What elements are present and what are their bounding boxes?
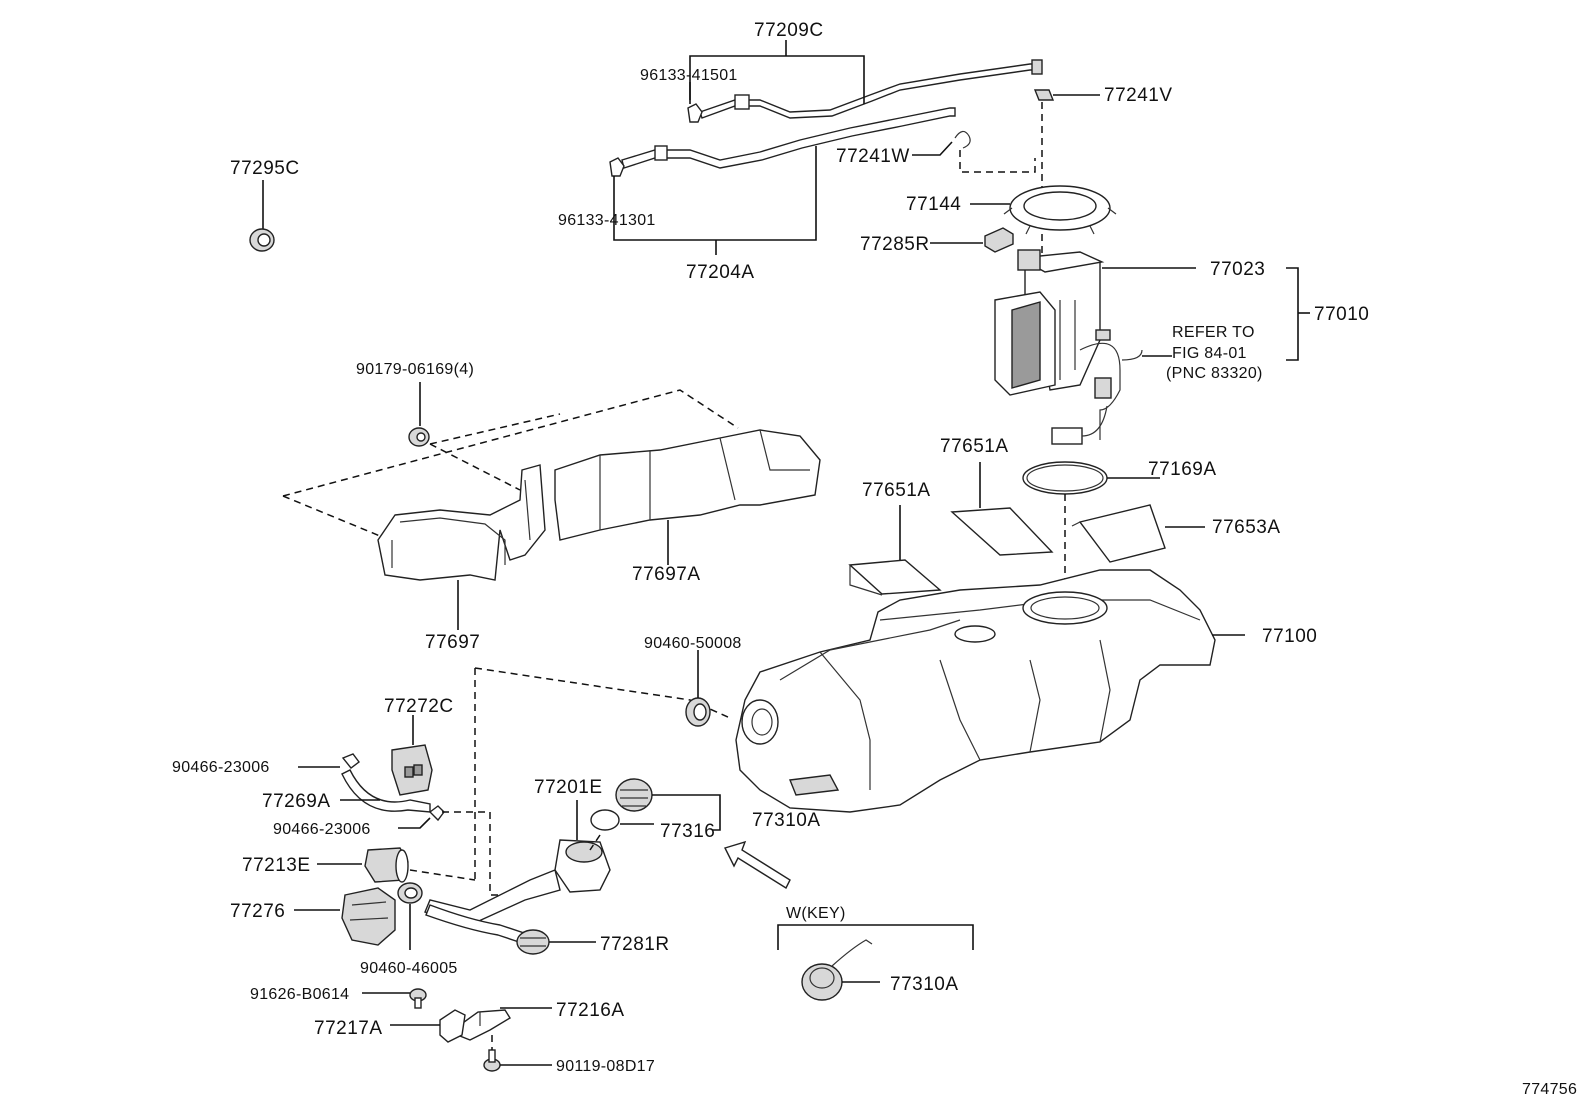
label-77276: 77276 — [230, 901, 285, 922]
bolt-90119-08d17 — [483, 1049, 501, 1072]
label-77204a: 77204A — [686, 262, 755, 283]
label-77241v: 77241V — [1104, 85, 1173, 106]
label-90466-23006-a: 90466-23006 — [172, 759, 270, 776]
bracket-77216a — [459, 1009, 511, 1041]
label-77144: 77144 — [906, 194, 961, 215]
label-77310a-right: 77310A — [752, 810, 821, 831]
pad-77651a-left — [848, 559, 942, 596]
clip-96133-41301 — [609, 157, 625, 177]
tube-77213e — [364, 847, 409, 883]
insulator-77697 — [377, 464, 546, 581]
label-77269a: 77269A — [262, 791, 331, 812]
label-refer-line1: REFER TO — [1172, 324, 1255, 341]
gasket-77169a — [1022, 461, 1108, 495]
label-77010: 77010 — [1314, 304, 1369, 325]
label-77653a: 77653A — [1212, 517, 1281, 538]
label-77272c: 77272C — [384, 696, 454, 717]
label-77023: 77023 — [1210, 259, 1265, 280]
cap-77310a-key — [801, 939, 873, 1001]
label-96133-41301: 96133-41301 — [558, 212, 656, 229]
label-77697a: 77697A — [632, 564, 701, 585]
valve-77272c — [391, 744, 433, 796]
label-77241w: 77241W — [836, 146, 910, 167]
hose-77269a — [341, 769, 431, 813]
label-77100: 77100 — [1262, 626, 1317, 647]
fuel-tube-77209c — [699, 59, 1043, 119]
label-77697: 77697 — [425, 632, 480, 653]
label-90460-50008: 90460-50008 — [644, 635, 742, 652]
label-77209c: 77209C — [754, 20, 824, 41]
clamp-77281r — [516, 929, 550, 955]
label-77295c: 77295C — [230, 158, 300, 179]
pad-77651a-top — [950, 507, 1054, 556]
label-90460-46005: 90460-46005 — [360, 960, 458, 977]
label-refer-line2: FIG 84-01 — [1172, 345, 1247, 362]
label-77216a: 77216A — [556, 1000, 625, 1021]
insulator-77697a — [554, 429, 821, 541]
label-77217a: 77217A — [314, 1018, 383, 1039]
clip-90466-23006-a — [341, 753, 360, 769]
label-77169a: 77169A — [1148, 459, 1217, 480]
label-77201e: 77201E — [534, 777, 603, 798]
label-90179-06169: 90179-06169(4) — [356, 361, 474, 378]
clip-77241v — [1033, 89, 1055, 101]
connector-77285r — [984, 227, 1014, 253]
clip-77241w — [954, 130, 971, 149]
arrow-icon — [724, 840, 791, 890]
clamp-90460-46005 — [397, 882, 423, 904]
clamp-90460-50008 — [685, 697, 711, 727]
bolt-91626-b0614 — [409, 988, 427, 1009]
label-77651a-top: 77651A — [940, 436, 1009, 457]
clip-96133-41501 — [687, 103, 703, 123]
figure-id: 774756 — [1522, 1081, 1577, 1098]
label-77316: 77316 — [660, 821, 715, 842]
bracket-77217a — [439, 1009, 466, 1043]
pad-77653a — [1071, 504, 1166, 563]
label-77213e: 77213E — [242, 855, 311, 876]
bolt-90179-06169 — [408, 427, 430, 447]
label-91626-b0614: 91626-B0614 — [250, 986, 349, 1003]
cap-77310a — [615, 778, 653, 812]
label-96133-41501: 96133-41501 — [640, 67, 738, 84]
label-77310a-key: 77310A — [890, 974, 959, 995]
label-77285r: 77285R — [860, 234, 930, 255]
retainer-ring-77144 — [1003, 185, 1117, 235]
labels: 77209C 96133-41501 77241V 77295C 77241W … — [172, 20, 1577, 1098]
label-90466-23006-b: 90466-23006 — [273, 821, 371, 838]
gasket-77316 — [590, 809, 620, 831]
label-refer-line3: (PNC 83320) — [1166, 365, 1263, 382]
clip-90466-23006-b — [428, 805, 445, 822]
fuel-pump-sender-77023 — [994, 249, 1143, 445]
label-77281r: 77281R — [600, 934, 670, 955]
grommet-77295c — [249, 180, 275, 252]
label-w-key: W(KEY) — [786, 905, 846, 922]
filler-pipe-77201e — [424, 839, 611, 946]
fuel-tube-77204a — [621, 107, 956, 169]
label-90119-08d17: 90119-08D17 — [556, 1058, 655, 1075]
label-77651a-left: 77651A — [862, 480, 931, 501]
fuel-tank-77100 — [735, 569, 1216, 813]
protector-77276 — [341, 887, 396, 946]
